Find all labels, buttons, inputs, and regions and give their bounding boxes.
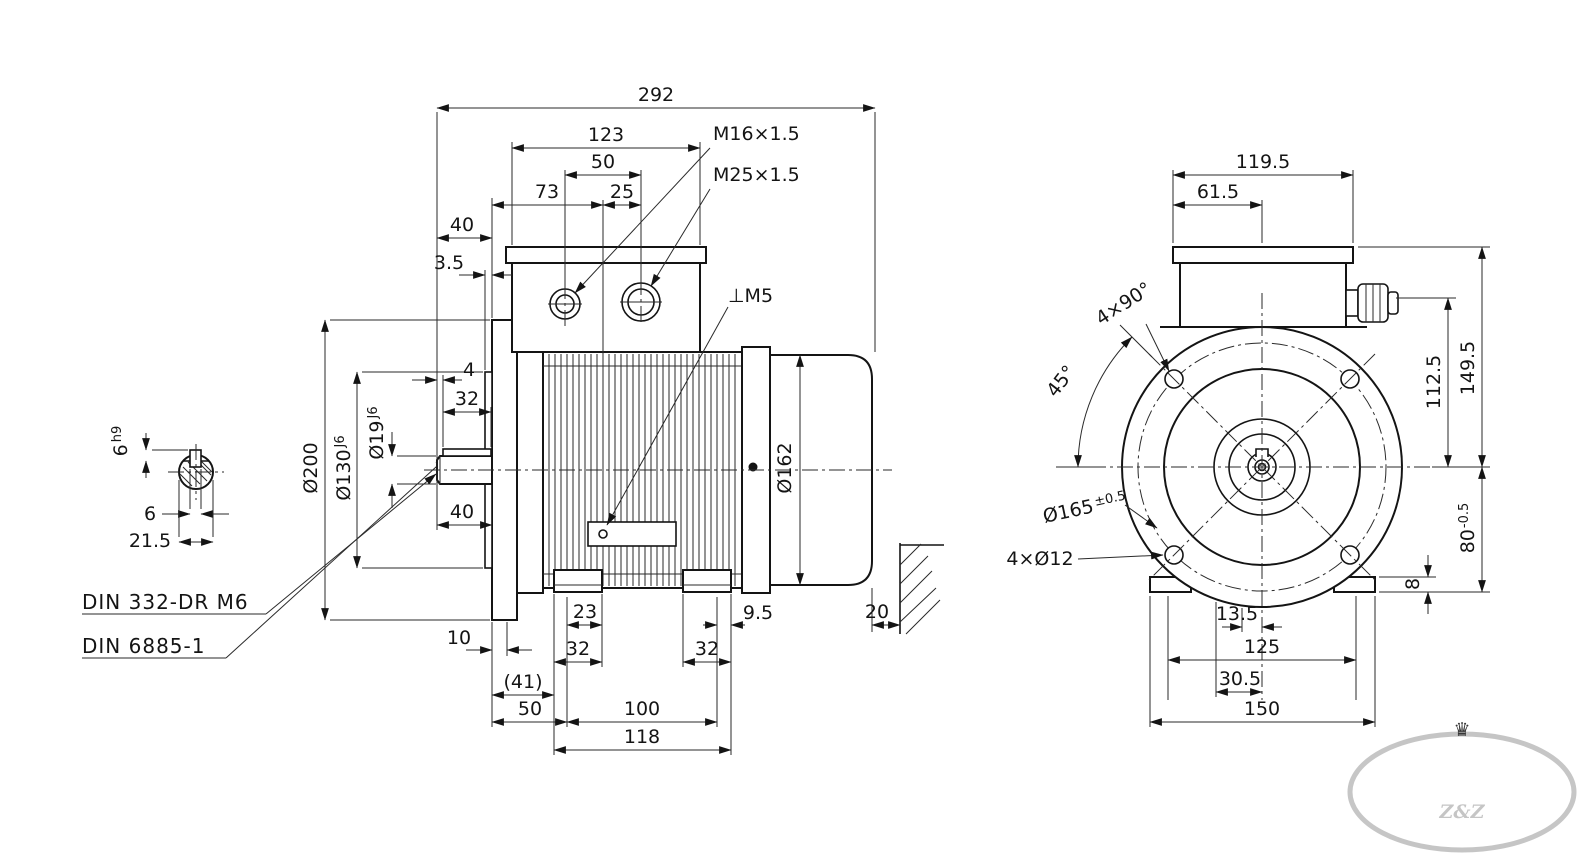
dim-23: 23	[573, 601, 597, 623]
dim-hole-pattern-angle: 4×90°	[1092, 278, 1156, 330]
earth-thread-label: ⊥M5	[728, 285, 773, 307]
dim-9-5: 9.5	[743, 602, 773, 624]
dim-key-offset: 4	[463, 359, 475, 381]
dim-key-height: 6h9	[110, 426, 132, 457]
dim-45deg: 45°	[1042, 361, 1080, 401]
dim-50-bottom: 50	[518, 698, 542, 720]
dim-shaft-length-top: 40	[450, 214, 474, 236]
gland-m16-label: M16×1.5	[713, 123, 800, 145]
key-section-detail: 6h9 6 21.5	[110, 426, 229, 552]
dim-41: (41)	[503, 671, 542, 693]
dim-25: 25	[610, 181, 634, 203]
terminal-box	[511, 262, 701, 353]
side-dimensions: 292 123 50 73 25 M16×1.5 M25×1.5 40 3.5 …	[300, 84, 901, 755]
crown-icon: ♛	[1453, 719, 1470, 741]
watermark-ellipse	[1347, 731, 1577, 853]
din-center-hole-label: DIN 332-DR M6	[82, 590, 249, 614]
front-dimensions: 119.5 61.5 4×90° 45° 112.5 149.5 80-0.5 …	[1006, 151, 1490, 727]
dim-key-length: 32	[455, 388, 479, 410]
dim-feet-width: 150	[1244, 698, 1280, 720]
dim-frame-diameter: Ø162	[774, 442, 796, 493]
watermark-logo-text: Z&Z	[1439, 801, 1486, 823]
dim-key-depth: 21.5	[129, 530, 171, 552]
front-terminal-box	[1179, 262, 1347, 328]
dim-bolt-circle-diameter: Ø165±0.5	[1041, 489, 1129, 528]
dim-foot-left-width: 32	[566, 638, 590, 660]
dim-73: 73	[535, 181, 559, 203]
dim-foot-hole-distance: 125	[1244, 636, 1280, 658]
dim-gland-height: 112.5	[1423, 355, 1445, 409]
dim-foot-right-width: 32	[695, 638, 719, 660]
din-keyway-label: DIN 6885-1	[82, 634, 205, 658]
foot-left	[553, 569, 603, 593]
dim-flange-diameter: Ø200	[300, 442, 322, 493]
dim-spigot-depth: 3.5	[434, 252, 464, 274]
dim-30-5: 30.5	[1219, 668, 1261, 690]
dim-box-width: 119.5	[1236, 151, 1290, 173]
dim-box-top-height: 149.5	[1457, 341, 1479, 395]
dim-overall-length: 292	[638, 84, 674, 106]
dim-13-5: 13.5	[1216, 603, 1258, 625]
dim-key-width: 6	[144, 503, 156, 525]
terminal-box-lid	[505, 246, 707, 264]
dim-spigot-diameter: Ø130J6	[333, 435, 355, 500]
shaft-key	[442, 448, 492, 457]
fan-cowl	[769, 354, 873, 586]
dim-wall-clearance: 20	[865, 601, 889, 623]
dim-box-offset: 61.5	[1197, 181, 1239, 203]
dim-10: 10	[447, 627, 471, 649]
earth-screw	[748, 462, 758, 472]
dim-foot-thickness: 8	[1402, 578, 1424, 590]
dim-bolt-holes: 4×Ø12	[1006, 548, 1073, 570]
wall-hatch	[899, 543, 944, 635]
watermark: ♛ Z&Z	[1347, 719, 1577, 853]
gland-m25-label: M25×1.5	[713, 164, 800, 186]
dim-feet-overall: 118	[624, 726, 660, 748]
dim-foot-hole-span: 100	[624, 698, 660, 720]
front-view: 119.5 61.5 4×90° 45° 112.5 149.5 80-0.5 …	[1006, 151, 1490, 727]
earth-hole-m5	[598, 529, 608, 539]
dim-shaft-height: 80-0.5	[1457, 503, 1479, 554]
dim-gland-spacing: 50	[591, 151, 615, 173]
foot-right	[682, 569, 732, 593]
din-callouts: DIN 332-DR M6 DIN 6885-1	[82, 456, 448, 659]
dim-shaft-diameter: Ø19J6	[366, 406, 388, 459]
cable-gland	[1345, 283, 1399, 323]
front-terminal-box-lid	[1172, 246, 1354, 264]
dim-box-length: 123	[588, 124, 624, 146]
dim-shaft-length-bot: 40	[450, 501, 474, 523]
side-view: 6h9 6 21.5 DIN 332-DR M6 DIN 6885-1	[82, 84, 944, 755]
